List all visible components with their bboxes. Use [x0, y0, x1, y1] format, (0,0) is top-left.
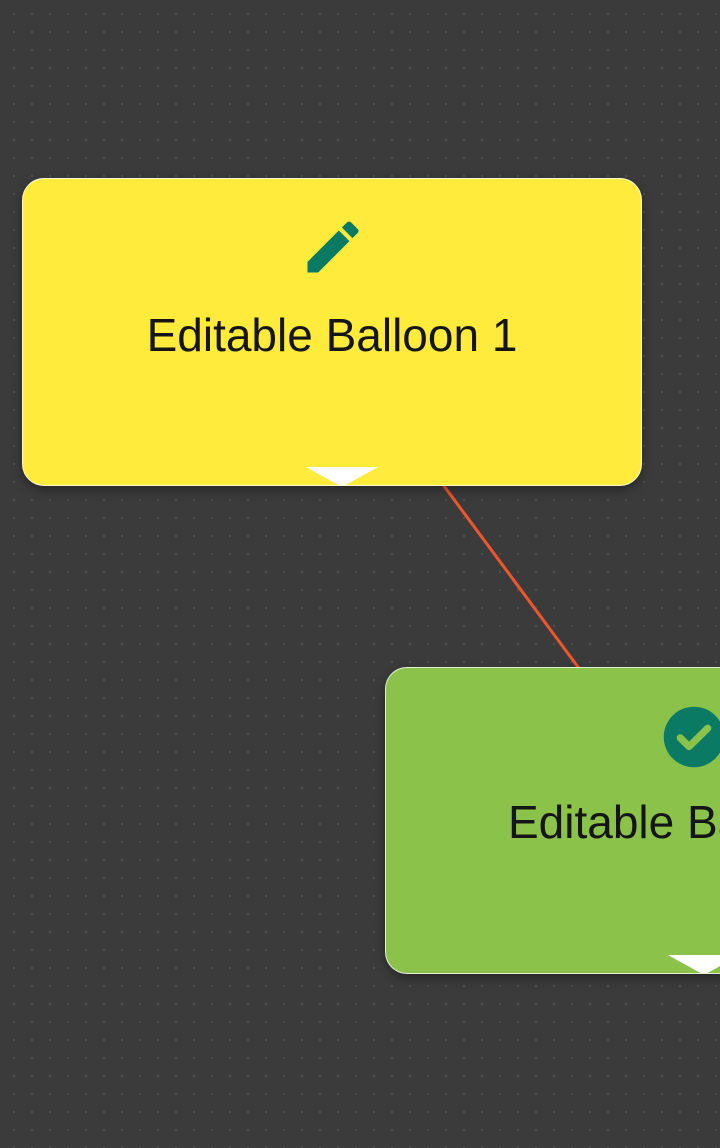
balloon-label[interactable]: Editable Balloon 1	[146, 309, 518, 361]
balloon-label[interactable]: Editable Ba	[508, 796, 720, 848]
connector-line	[442, 484, 580, 669]
balloon-node-2[interactable]: Editable Ba	[385, 667, 720, 974]
pencil-icon[interactable]	[299, 213, 367, 281]
balloon-node-1[interactable]: Editable Balloon 1	[22, 178, 642, 486]
connection-anchor[interactable]	[306, 467, 378, 485]
connection-anchor[interactable]	[668, 955, 720, 973]
check-circle-icon[interactable]	[661, 704, 720, 770]
